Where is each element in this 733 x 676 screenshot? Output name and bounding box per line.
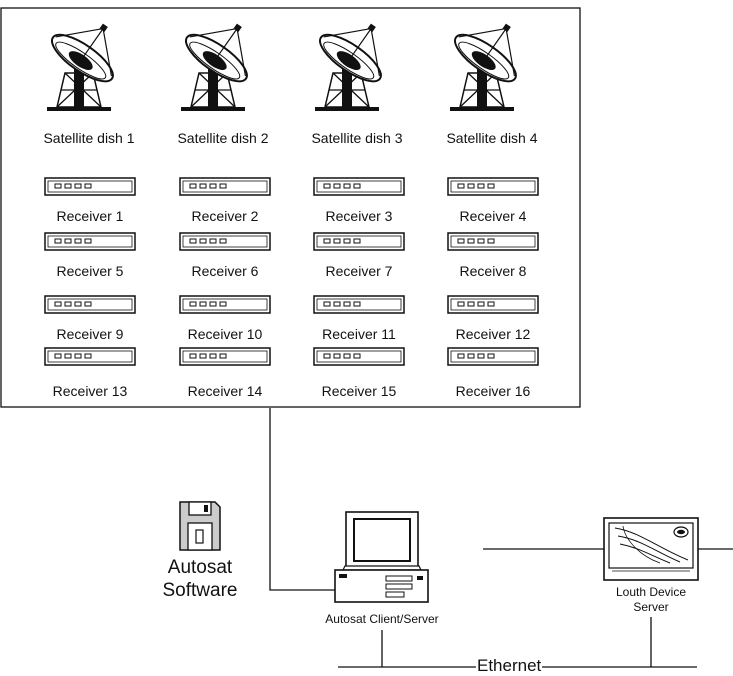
receiver-label: Receiver 12 [455,326,531,342]
software-label: Autosat Software [140,556,260,602]
software-label-line1: Autosat [167,557,233,578]
receiver-label: Receiver 15 [321,383,397,399]
receiver-label: Receiver 6 [191,263,259,279]
receiver-label: Receiver 2 [191,208,259,224]
satellite-dish-label: Satellite dish 4 [446,130,538,146]
receiver-icon [44,232,136,251]
ethernet-label: Ethernet [476,656,543,676]
receiver-icon [313,295,405,314]
receiver-label: Receiver 10 [187,326,263,342]
satellite-dish-icon [312,3,404,112]
floppy-disk-icon [179,501,221,551]
satellite-dish-icon [178,3,270,112]
receiver-icon [447,232,539,251]
software-label-line2: Software [162,580,238,601]
receiver-icon [44,295,136,314]
device-server-label: Louth Device Server [596,585,706,615]
device-server-label-line2: Server [633,600,669,614]
receiver-icon [44,177,136,196]
receiver-label: Receiver 7 [325,263,393,279]
receiver-icon [447,347,539,366]
satellite-dish-icon [447,3,539,112]
receiver-icon [179,177,271,196]
receiver-icon [313,232,405,251]
device-server-label-line1: Louth Device [615,585,687,599]
client-server-label: Autosat Client/Server [325,612,439,626]
receiver-label: Receiver 4 [459,208,527,224]
receiver-icon [44,347,136,366]
receiver-label: Receiver 8 [459,263,527,279]
receiver-label: Receiver 3 [325,208,393,224]
receiver-icon [179,295,271,314]
receiver-icon [447,295,539,314]
receiver-label: Receiver 14 [187,383,263,399]
receiver-icon [179,232,271,251]
satellite-dish-label: Satellite dish 2 [177,130,269,146]
satellite-enclosure-frame [0,7,581,408]
receiver-label: Receiver 1 [56,208,124,224]
receiver-icon [313,347,405,366]
receiver-icon [179,347,271,366]
enclosure-to-computer-line [269,408,335,591]
receiver-label: Receiver 16 [455,383,531,399]
receiver-label: Receiver 5 [56,263,124,279]
desktop-computer-icon [334,511,429,603]
satellite-dish-label: Satellite dish 3 [311,130,403,146]
receiver-label: Receiver 9 [56,326,124,342]
satellite-dish-label: Satellite dish 1 [43,130,135,146]
receiver-label: Receiver 11 [322,326,396,342]
satellite-dish-icon [44,3,136,112]
receiver-label: Receiver 13 [52,383,128,399]
receiver-icon [313,177,405,196]
device-server-icon [603,517,699,581]
receiver-icon [447,177,539,196]
